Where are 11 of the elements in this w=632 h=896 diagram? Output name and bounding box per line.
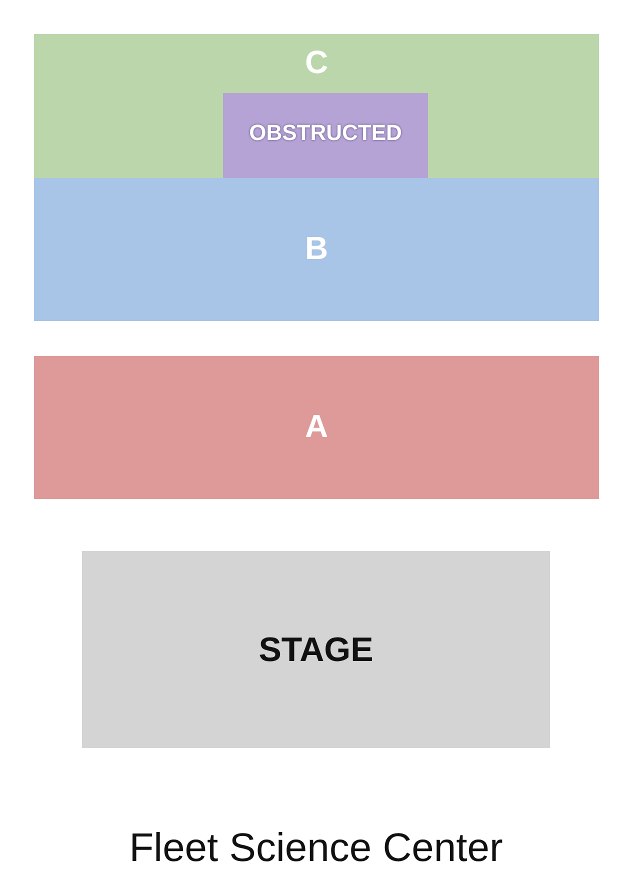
section-label: OBSTRUCTED bbox=[249, 120, 402, 146]
stage-area bbox=[82, 551, 550, 748]
seating-section bbox=[34, 356, 599, 499]
section-label: B bbox=[304, 230, 328, 267]
section-label: STAGE bbox=[258, 631, 374, 670]
seating-section bbox=[34, 34, 599, 178]
section-label: A bbox=[304, 408, 328, 445]
obstructed-area bbox=[223, 93, 428, 178]
section-label: C bbox=[304, 44, 328, 81]
seating-section bbox=[34, 178, 599, 321]
caption: Fleet Science Center bbox=[129, 826, 503, 871]
